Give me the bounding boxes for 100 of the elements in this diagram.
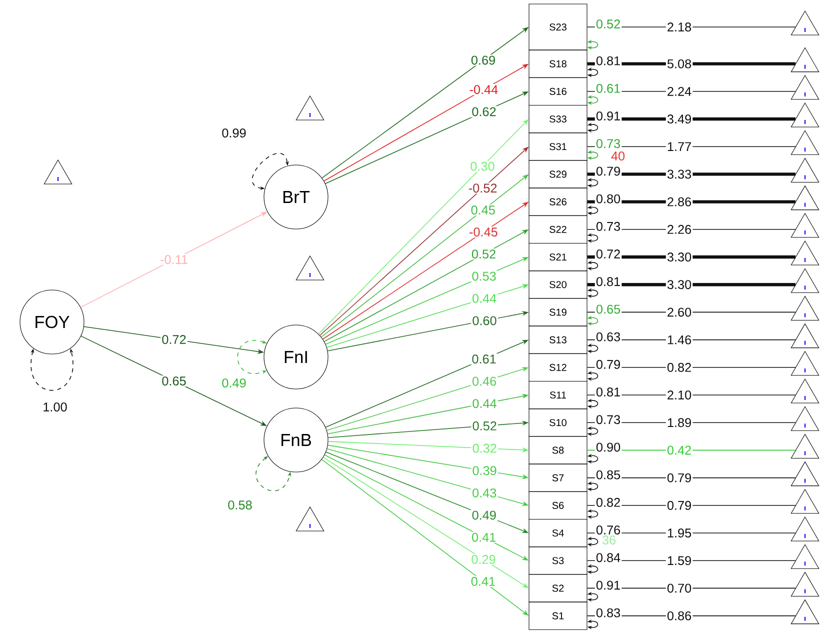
indicator-box: S22 <box>528 215 588 244</box>
edge-label: 0.91 <box>594 110 622 122</box>
edge-label: 0.29 <box>470 554 497 565</box>
indicator-box: S2 <box>528 574 588 602</box>
edge-label: 0.44 <box>470 292 498 304</box>
edge-label: 0.91 <box>594 580 622 591</box>
edge-label: 0.79 <box>666 500 693 511</box>
indicator-box: S12 <box>528 353 588 382</box>
edge-label: 0.63 <box>594 331 622 342</box>
edge-label: 0.73 <box>594 220 622 232</box>
edge-label: 2.18 <box>666 21 693 33</box>
edge-label: 0.41 <box>470 532 498 543</box>
edge-label: 1.59 <box>666 555 693 566</box>
intercept-triangle <box>790 268 820 293</box>
intercept-triangle <box>790 158 820 182</box>
intercept-triangle <box>790 296 820 320</box>
indicator-box: S1 <box>528 602 588 630</box>
edge-label: 0.73 <box>594 138 622 150</box>
edge-label: 2.26 <box>666 224 693 235</box>
edge-label: 0.44 <box>471 398 498 410</box>
indicator-box: S26 <box>528 188 588 216</box>
edge-label: 1.95 <box>666 527 693 539</box>
indicator-box: S3 <box>528 546 588 575</box>
indicator-box: S16 <box>528 77 588 106</box>
edge-label: -0.52 <box>467 182 498 194</box>
edge-label: 0.82 <box>594 496 622 508</box>
edge-label: 0.52 <box>470 248 498 260</box>
edge-label: 5.08 <box>666 58 693 70</box>
edge-label: 0.49 <box>470 510 498 521</box>
value-label: 36 <box>602 536 616 544</box>
edge-label: 1.89 <box>666 417 693 428</box>
edge-label: 0.82 <box>666 362 693 373</box>
indicator-box: S20 <box>528 270 588 299</box>
edge-label: 0.61 <box>594 82 622 94</box>
value-label: 40 <box>611 152 625 160</box>
edge-label: 0.60 <box>471 315 498 326</box>
intercept-triangle <box>790 406 820 431</box>
indicator-box: S7 <box>528 464 588 492</box>
edge-label: 0.86 <box>666 610 693 622</box>
intercept-triangle <box>790 572 820 596</box>
indicator-box: S19 <box>528 298 588 326</box>
edge-label: 0.85 <box>594 469 622 480</box>
intercept-triangle <box>790 544 820 569</box>
indicator-box: S21 <box>528 242 588 272</box>
edge-label: 0.61 <box>470 354 498 365</box>
intercept-triangle <box>790 434 820 458</box>
indicator-box: S11 <box>528 380 588 410</box>
edge-label: 0.45 <box>470 204 496 216</box>
edge-label: 0.81 <box>594 55 622 66</box>
edge-label: 0.72 <box>160 334 188 346</box>
indicator-box: S33 <box>528 104 588 134</box>
edge-label: 0.58 <box>226 499 254 511</box>
edge-label: 2.60 <box>666 306 693 318</box>
edge-label: 0.46 <box>470 376 498 387</box>
edge-label: 0.41 <box>470 576 497 587</box>
edge-label: 0.32 <box>471 442 498 454</box>
edge-label: 0.84 <box>594 552 622 564</box>
edge-label: 0.65 <box>160 375 188 387</box>
edge-label: 0.70 <box>666 582 693 594</box>
edge-label: 3.49 <box>666 113 693 125</box>
edge-label: 0.79 <box>594 166 622 177</box>
edge-label: 0.80 <box>594 193 622 204</box>
edge-label: 0.99 <box>220 127 248 139</box>
edge-label: 0.90 <box>594 442 622 453</box>
edge-label: 1.77 <box>666 141 693 152</box>
edge-label: 0.81 <box>594 276 622 288</box>
indicator-box: S18 <box>528 50 588 78</box>
edge-label: 2.10 <box>666 389 693 401</box>
edge-label: 2.24 <box>666 86 693 97</box>
edge-label: 0.42 <box>666 444 693 456</box>
edge-label: 0.30 <box>469 160 496 172</box>
edge-label: 0.49 <box>220 377 248 389</box>
indicator-box: S10 <box>528 408 588 437</box>
edge-label: 0.69 <box>470 54 497 66</box>
edge-label: 0.83 <box>594 607 622 618</box>
edge-label: 1.46 <box>666 334 693 346</box>
indicator-box: S29 <box>528 160 588 188</box>
edge-label: 0.53 <box>470 270 498 282</box>
edge-label: 0.39 <box>471 465 498 476</box>
edge-label: 0.52 <box>471 420 498 432</box>
edge-label: 0.73 <box>594 414 622 426</box>
edge-label: -0.45 <box>468 226 499 238</box>
edge-label: 3.30 <box>666 279 693 290</box>
edge-label: 3.30 <box>666 251 693 263</box>
indicator-box: S31 <box>528 132 588 161</box>
edge-label: 0.43 <box>470 487 498 498</box>
edge-label: 0.79 <box>594 358 622 370</box>
edge-label: -0.11 <box>158 254 190 266</box>
edge-label: 0.81 <box>594 386 622 398</box>
intercept-triangle <box>790 130 820 155</box>
edge-label: 0.52 <box>594 18 622 30</box>
edge-label: 1.00 <box>42 401 68 413</box>
edge-label: 0.76 <box>594 524 622 536</box>
edge-label: 0.79 <box>666 472 693 484</box>
indicator-box: S6 <box>528 491 588 520</box>
indicator-box: S23 <box>528 4 588 50</box>
indicator-box: S13 <box>528 326 588 354</box>
indicator-box: S4 <box>528 518 588 548</box>
edge-label: 0.65 <box>594 304 622 315</box>
indicator-box: S8 <box>528 436 588 464</box>
